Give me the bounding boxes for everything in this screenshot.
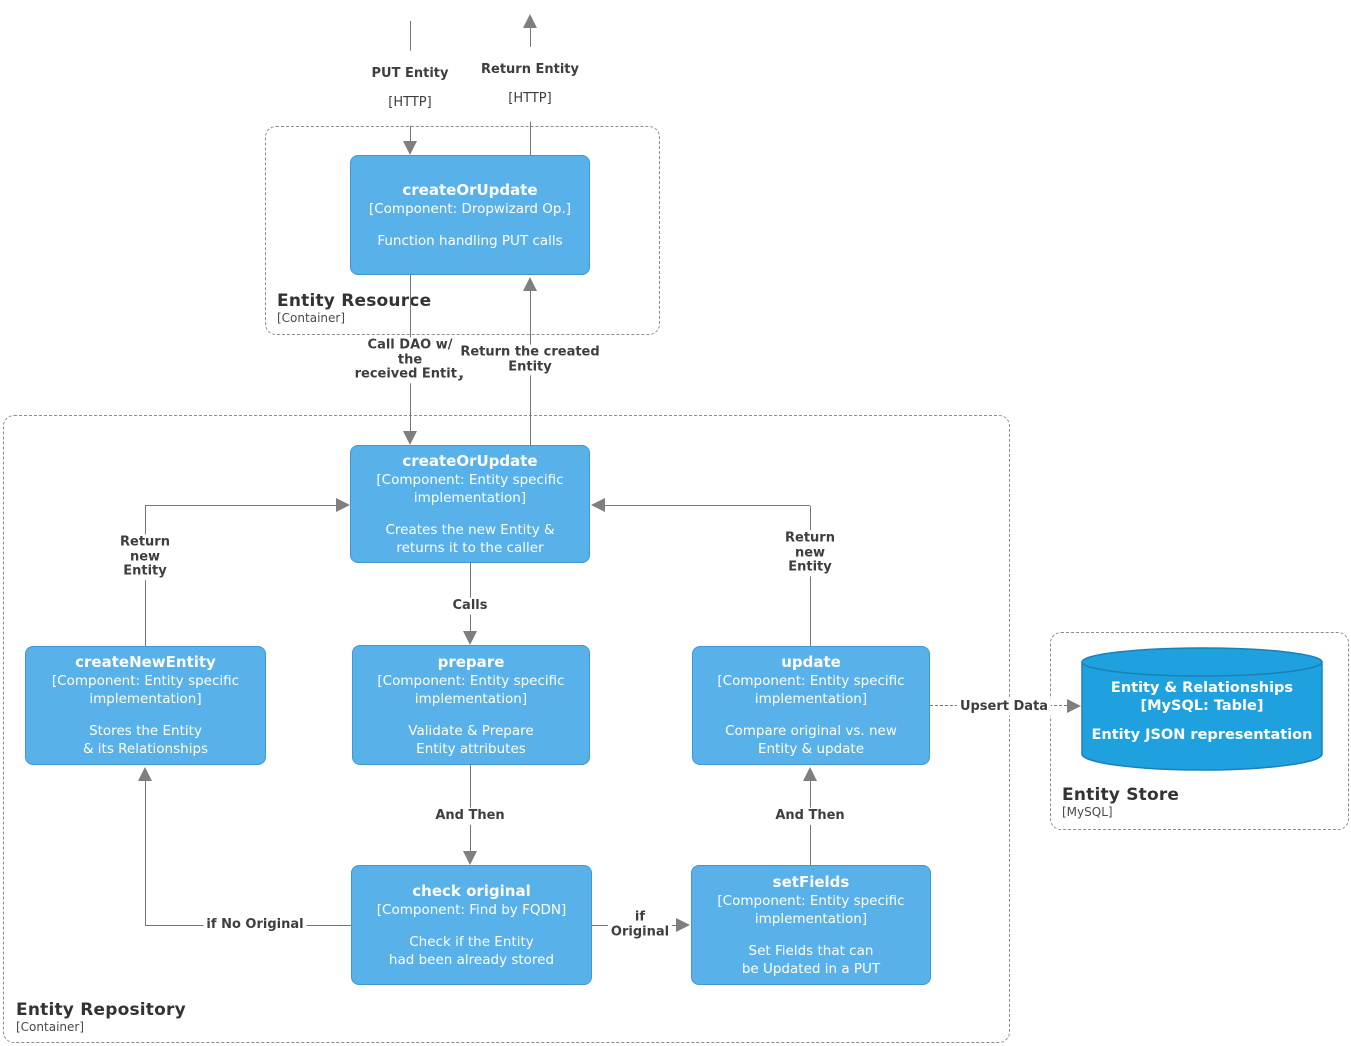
node-description: Validate & Prepare Entity attributes xyxy=(408,722,534,757)
edge-label-tech: [HTTP] xyxy=(508,90,552,106)
arrowhead-icon xyxy=(336,498,350,512)
node-description: Function handling PUT calls xyxy=(377,232,563,249)
container-entity-store-label: Entity Store [MySQL] xyxy=(1062,786,1179,820)
node-title: createOrUpdate xyxy=(402,180,538,199)
edge-label-return-entity: Return Entity [HTTP] xyxy=(478,46,582,122)
arrowhead-icon xyxy=(403,141,417,155)
container-subtitle: [MySQL] xyxy=(1062,805,1113,819)
node-createorupdate-repository: createOrUpdate [Component: Entity specif… xyxy=(350,445,590,563)
node-component: [MySQL: Table] xyxy=(1140,697,1264,714)
node-description: Check if the Entity had been already sto… xyxy=(388,933,555,968)
arrowhead-icon xyxy=(403,431,417,445)
edge-label-calls: Calls xyxy=(449,597,491,615)
node-description: Compare original vs. new Entity & update xyxy=(725,723,897,757)
node-description: Creates the new Entity & returns it to t… xyxy=(385,521,555,556)
arrowhead-icon xyxy=(463,631,477,645)
node-update: update [Component: Entity specific imple… xyxy=(692,646,930,765)
connector-line xyxy=(470,563,471,631)
node-component: [Component: Find by FQDN] xyxy=(376,901,567,918)
container-title: Entity Store xyxy=(1062,785,1180,805)
connector-line xyxy=(605,505,810,506)
node-component: [Component: Entity specific implementati… xyxy=(51,673,240,707)
container-title: Entity Resource xyxy=(277,291,432,311)
edge-label-if-no-original: if No Original xyxy=(203,916,307,934)
edge-label-return-new-entity-right: Return new Entity xyxy=(782,530,838,576)
node-title: createNewEntity xyxy=(75,653,216,671)
node-description: Set Fields that can be Updated in a PUT xyxy=(741,942,881,977)
node-title: createOrUpdate xyxy=(402,451,538,470)
database-cylinder-icon xyxy=(1081,647,1323,771)
container-entity-resource xyxy=(265,126,660,335)
node-description: Stores the Entity & its Relationships xyxy=(82,723,209,757)
edge-label-text: PUT Entity xyxy=(371,65,449,81)
container-entity-repository-label: Entity Repository [Container] xyxy=(16,1001,186,1035)
container-entity-store xyxy=(1050,632,1349,830)
node-prepare: prepare [Component: Entity specific impl… xyxy=(352,645,590,765)
edge-label-upsert-data: Upsert Data xyxy=(956,698,1052,716)
node-title: update xyxy=(781,653,841,671)
connector-line xyxy=(810,506,811,646)
arrowhead-icon xyxy=(523,277,537,291)
edge-label-return-new-entity-left: Return new Entity xyxy=(117,534,173,580)
arrowhead-icon xyxy=(591,498,605,512)
arrowhead-icon xyxy=(676,918,690,932)
arrowhead-icon xyxy=(803,767,817,781)
connector-line xyxy=(145,505,336,506)
node-check-original: check original [Component: Find by FQDN]… xyxy=(351,865,592,985)
edge-label-and-then-right: And Then xyxy=(772,807,848,825)
edge-label-text: Return Entity xyxy=(481,61,579,77)
edge-label-if-original: if Original xyxy=(607,909,673,941)
edge-label-return-created: Return the created Entity xyxy=(457,344,603,376)
arrowhead-icon xyxy=(463,851,477,865)
node-component: [Component: Entity specific implementati… xyxy=(717,892,905,927)
node-title: check original xyxy=(412,881,531,900)
node-component: [Component: Entity specific implementati… xyxy=(717,673,905,707)
container-entity-repository xyxy=(3,415,1010,1043)
edge-label-tech: [HTTP] xyxy=(388,94,432,110)
node-entity-table: Entity & Relationships [MySQL: Table] En… xyxy=(1082,656,1322,766)
node-createnewentity: createNewEntity [Component: Entity speci… xyxy=(25,646,266,765)
arrowhead-icon xyxy=(1067,699,1081,713)
container-entity-resource-label: Entity Resource [Container] xyxy=(277,292,431,326)
arrowhead-icon xyxy=(523,14,537,28)
edge-label-put-entity: PUT Entity [HTTP] xyxy=(368,50,452,126)
connector-line xyxy=(145,781,146,925)
node-title: setFields xyxy=(772,872,850,891)
edge-label-and-then-left: And Then xyxy=(432,807,508,825)
node-title: Entity & Relationships xyxy=(1110,679,1294,696)
container-subtitle: [Container] xyxy=(16,1020,85,1034)
node-component: [Component: Entity specific implementati… xyxy=(376,471,564,506)
node-component: [Component: Dropwizard Op.] xyxy=(368,200,572,217)
container-subtitle: [Container] xyxy=(277,311,346,325)
node-title: prepare xyxy=(437,652,505,671)
node-description: Entity JSON representation xyxy=(1091,726,1313,743)
container-title: Entity Repository xyxy=(16,1000,186,1020)
node-setfields: setFields [Component: Entity specific im… xyxy=(691,865,931,985)
edge-label-call-dao: Call DAO w/ the received Entity xyxy=(351,337,469,383)
node-createorupdate-resource: createOrUpdate [Component: Dropwizard Op… xyxy=(350,155,590,275)
arrowhead-icon xyxy=(138,767,152,781)
node-component: [Component: Entity specific implementati… xyxy=(377,672,565,707)
